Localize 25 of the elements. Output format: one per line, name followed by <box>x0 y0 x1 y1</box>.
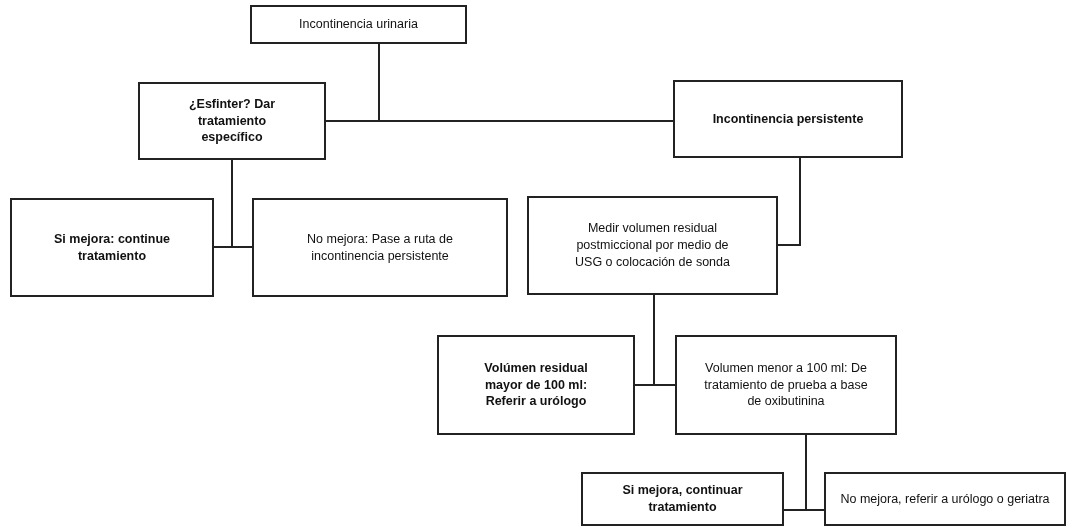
box-text: Si mejora: continue tratamiento <box>53 230 171 265</box>
box-text: Volumen menor a 100 ml: De tratamiento de prueba a base de oxibutinina <box>703 359 869 411</box>
box-text: No mejora: Pase a ruta de incontinencia persistente <box>306 230 454 265</box>
box-text: Incontinencia persistente <box>712 110 864 128</box>
process-box <box>673 80 903 158</box>
process-box <box>527 196 778 295</box>
connector-line <box>231 159 253 248</box>
process-box <box>10 198 214 297</box>
process-box <box>581 472 784 526</box>
connector-line <box>777 157 801 246</box>
box-text: Volúmen residual mayor de 100 ml: Referir a urólogo <box>483 359 589 411</box>
process-box <box>138 82 326 160</box>
connector-line <box>805 434 825 511</box>
box-text: Si mejora, continuar tratamiento <box>621 482 744 516</box>
box-text: ¿Esfinter? Dar tratamiento específico <box>187 95 277 147</box>
connector-line <box>378 43 674 122</box>
box-text: Incontinencia urinaria <box>299 16 418 33</box>
process-box <box>675 335 897 435</box>
box-text: Medir volumen residual postmiccional por medio de USG o colocación de sonda <box>574 220 731 271</box>
process-box <box>824 472 1066 526</box>
box-text: No mejora, referir a urólogo o geriatra <box>840 490 1050 508</box>
process-box <box>250 5 467 44</box>
process-box <box>252 198 508 297</box>
process-box <box>437 335 635 435</box>
connector-line <box>653 294 676 386</box>
